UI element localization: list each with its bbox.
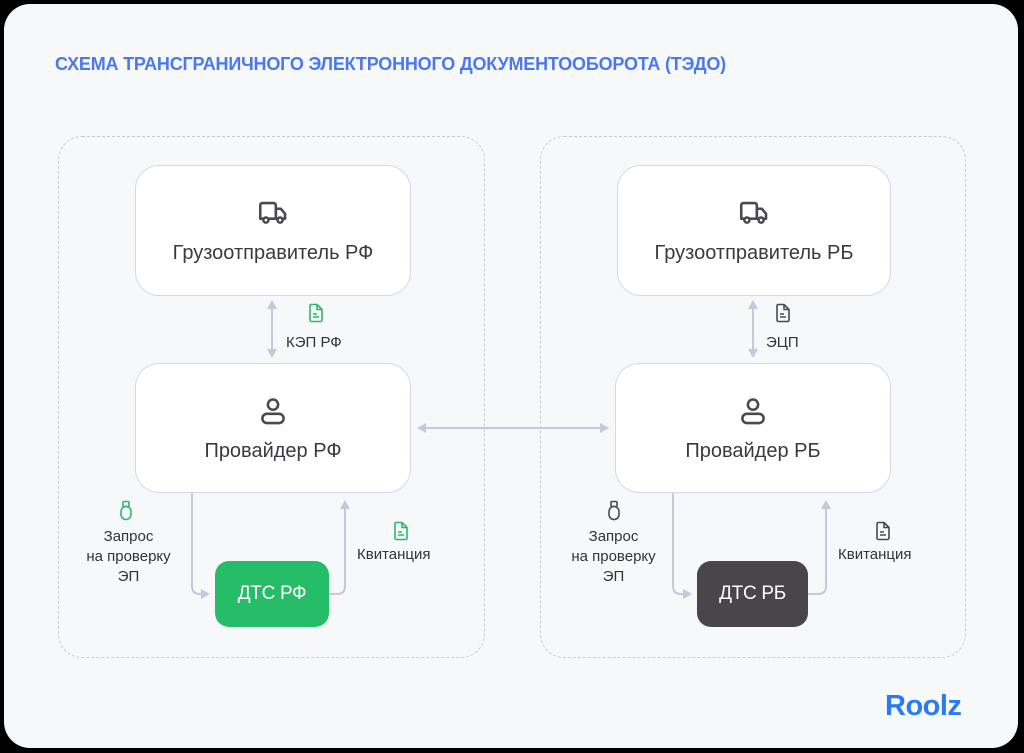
receipt-rf-label: Квитанция: [357, 546, 431, 563]
truck-icon: [739, 201, 768, 224]
document-icon: [309, 303, 323, 323]
receipt-rb-label: Квитанция: [838, 546, 912, 563]
provider-rb-label: Провайдер РБ: [685, 439, 821, 462]
dts-rf-node[interactable]: ДТС РФ: [215, 561, 329, 627]
document-icon: [394, 521, 408, 541]
document-icon: [776, 303, 790, 323]
zone-rb: [540, 136, 966, 658]
request-rb-label: Запрос на проверку ЭП: [571, 528, 656, 585]
provider-rf-node[interactable]: Провайдер РФ: [135, 363, 411, 493]
provider-rb-node[interactable]: Провайдер РБ: [615, 363, 891, 493]
shipper-rb-node[interactable]: Грузоотправитель РБ: [617, 165, 891, 296]
usb-token-icon: [608, 500, 620, 521]
shipper-rf-node[interactable]: Грузоотправитель РФ: [135, 165, 411, 296]
signature-rf-label: КЭП РФ: [286, 334, 342, 351]
user-icon: [261, 397, 285, 424]
zone-rf: [58, 136, 485, 658]
diagram-title: СХЕМА ТРАНСГРАНИЧНОГО ЭЛЕКТРОННОГО ДОКУМ…: [55, 54, 726, 74]
usb-token-icon: [120, 500, 132, 521]
user-icon: [741, 397, 765, 424]
document-icon: [876, 521, 890, 541]
dts-rb-node[interactable]: ДТС РБ: [697, 561, 808, 627]
truck-icon: [258, 201, 287, 224]
request-rf-label: Запрос на проверку ЭП: [86, 528, 171, 585]
shipper-rb-label: Грузоотправитель РБ: [654, 242, 854, 264]
roolz-logo: Roolz: [885, 690, 962, 722]
provider-rf-label: Провайдер РФ: [204, 439, 342, 462]
shipper-rf-label: Грузоотправитель РФ: [172, 242, 374, 264]
signature-rb-label: ЭЦП: [766, 334, 799, 351]
